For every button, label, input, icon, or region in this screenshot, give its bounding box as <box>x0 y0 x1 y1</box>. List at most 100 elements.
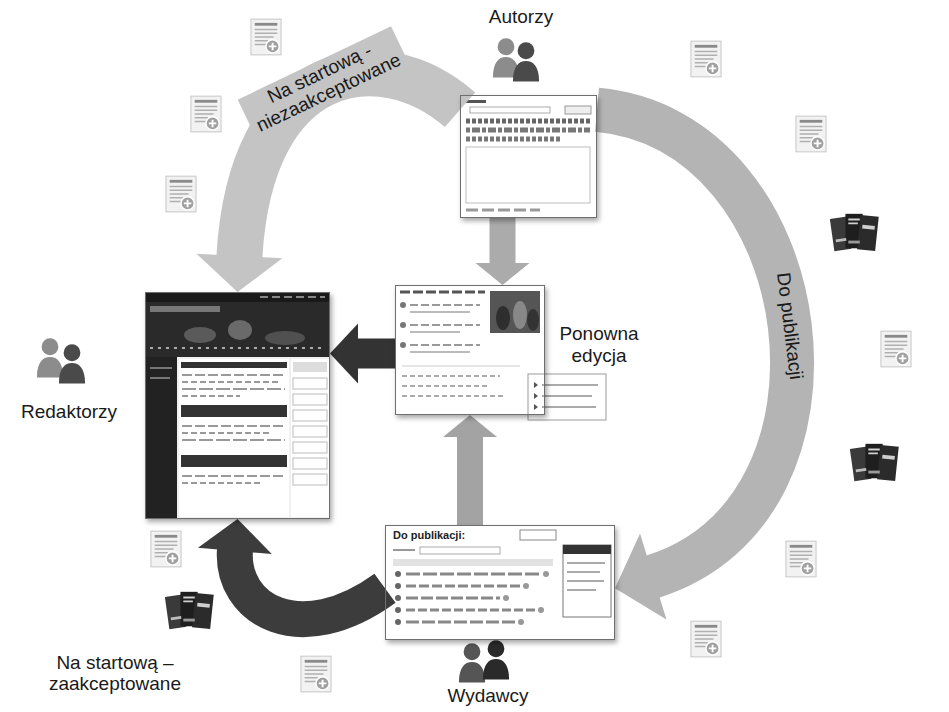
homepage-screenshot <box>150 367 172 369</box>
homepage-screenshot <box>181 405 287 417</box>
book-icons <box>165 592 214 629</box>
homepage-screenshot <box>293 378 327 389</box>
editor-screenshot <box>460 95 597 218</box>
homepage-screenshot <box>179 359 289 517</box>
book-icons <box>830 214 879 251</box>
homepage-screenshot <box>182 475 285 477</box>
document-icons <box>301 656 331 692</box>
homepage-screenshot <box>145 302 330 357</box>
homepage-screenshot <box>184 327 216 343</box>
homepage-screenshot <box>228 320 252 340</box>
publish-list-screenshot <box>567 562 605 564</box>
homepage-screenshot <box>260 296 325 298</box>
flow-arrow <box>330 324 395 384</box>
publish-list-screenshot <box>395 571 401 577</box>
editor-screenshot <box>565 106 591 114</box>
homepage-screenshot <box>150 377 170 379</box>
editor-screenshot <box>460 95 597 218</box>
homepage-screenshot <box>145 292 330 519</box>
re-edit-screenshot <box>400 302 406 308</box>
publish-list-screenshot <box>395 619 401 625</box>
homepage-screenshot <box>293 426 327 437</box>
re-edit-screenshot <box>534 382 538 410</box>
arrow-body <box>457 435 483 525</box>
re-edit-screenshot <box>402 375 500 377</box>
people-icons <box>59 344 85 383</box>
editor-screenshot <box>466 128 590 133</box>
arrow-head <box>476 263 530 285</box>
re-edit-screenshot <box>542 395 592 397</box>
screenshot-node: Redaktorzy <box>145 292 330 519</box>
people-icons <box>513 42 539 81</box>
screen-caption: Do publikacji: <box>393 529 465 541</box>
editor-screenshot <box>466 119 590 124</box>
publish-list-screenshot <box>406 585 520 588</box>
homepage-screenshot <box>182 374 285 376</box>
publish-list-screenshot <box>395 607 401 613</box>
publish-list-screenshot <box>395 583 401 589</box>
re-edit-screenshot <box>496 306 510 330</box>
arrow-body <box>355 339 395 369</box>
book-icons <box>850 444 899 481</box>
re-edit-screenshot <box>400 322 406 328</box>
arrow-body <box>490 218 516 265</box>
publish-list-screenshot <box>520 530 556 540</box>
homepage-screenshot <box>182 432 270 434</box>
re-edit-screenshot <box>410 311 470 313</box>
arrow-body <box>235 549 385 619</box>
publish-list-screenshot <box>393 549 415 551</box>
re-edit-screenshot <box>410 324 480 326</box>
editor-screenshot <box>466 100 486 103</box>
edge-label: Na startową – zaakceptowane <box>40 652 190 695</box>
publish-list-screenshot <box>567 589 596 591</box>
publish-list-screenshot <box>523 583 529 589</box>
homepage-screenshot <box>182 395 240 397</box>
homepage-screenshot <box>293 458 327 469</box>
re-edit-screenshot <box>400 291 485 294</box>
flow-arrow <box>198 519 385 619</box>
people-icons <box>459 643 485 682</box>
re-edit-screenshot <box>410 351 470 353</box>
homepage-screenshot <box>293 362 327 372</box>
homepage-screenshot <box>182 425 285 427</box>
arrow-head <box>443 415 497 437</box>
publish-list-screenshot <box>385 525 615 640</box>
node-label: Redaktorzy <box>21 401 117 423</box>
homepage-screenshot <box>150 347 325 349</box>
flow-arrow <box>476 218 530 285</box>
document-icons <box>166 176 196 212</box>
publish-list-screenshot <box>420 547 500 554</box>
node-label: Wydawcy <box>447 685 528 707</box>
homepage-screenshot <box>293 474 327 485</box>
homepage-screenshot <box>293 442 327 453</box>
re-edit-screenshot <box>513 301 527 329</box>
homepage-screenshot <box>182 381 280 383</box>
re-edit-screenshot <box>395 285 545 415</box>
publish-list-screenshot <box>563 545 611 554</box>
screenshot-node: Ponowna edycja <box>395 285 545 415</box>
homepage-screenshot <box>145 292 330 302</box>
homepage-screenshot <box>182 388 285 390</box>
publish-list-screenshot <box>543 571 549 577</box>
re-edit-screenshot <box>490 291 540 333</box>
publish-list-screenshot <box>567 580 604 582</box>
homepage-screenshot <box>291 359 329 517</box>
editor-screenshot <box>466 137 560 142</box>
re-edit-screenshot <box>410 331 460 333</box>
screenshot-node: Autorzy <box>460 95 597 218</box>
node-label: Autorzy <box>489 6 553 28</box>
homepage-screenshot <box>145 357 177 519</box>
re-edit-screenshot <box>402 366 520 367</box>
publish-list-screenshot <box>406 573 540 576</box>
homepage-screenshot <box>150 306 220 312</box>
editor-screenshot <box>466 209 540 212</box>
re-edit-screenshot <box>400 342 406 348</box>
document-icons <box>251 19 281 55</box>
arrow-head <box>196 254 282 292</box>
publish-list-screenshot <box>538 607 544 613</box>
publish-list-screenshot <box>503 595 509 601</box>
re-edit-screenshot <box>542 384 598 386</box>
re-edit-screenshot <box>402 385 490 387</box>
